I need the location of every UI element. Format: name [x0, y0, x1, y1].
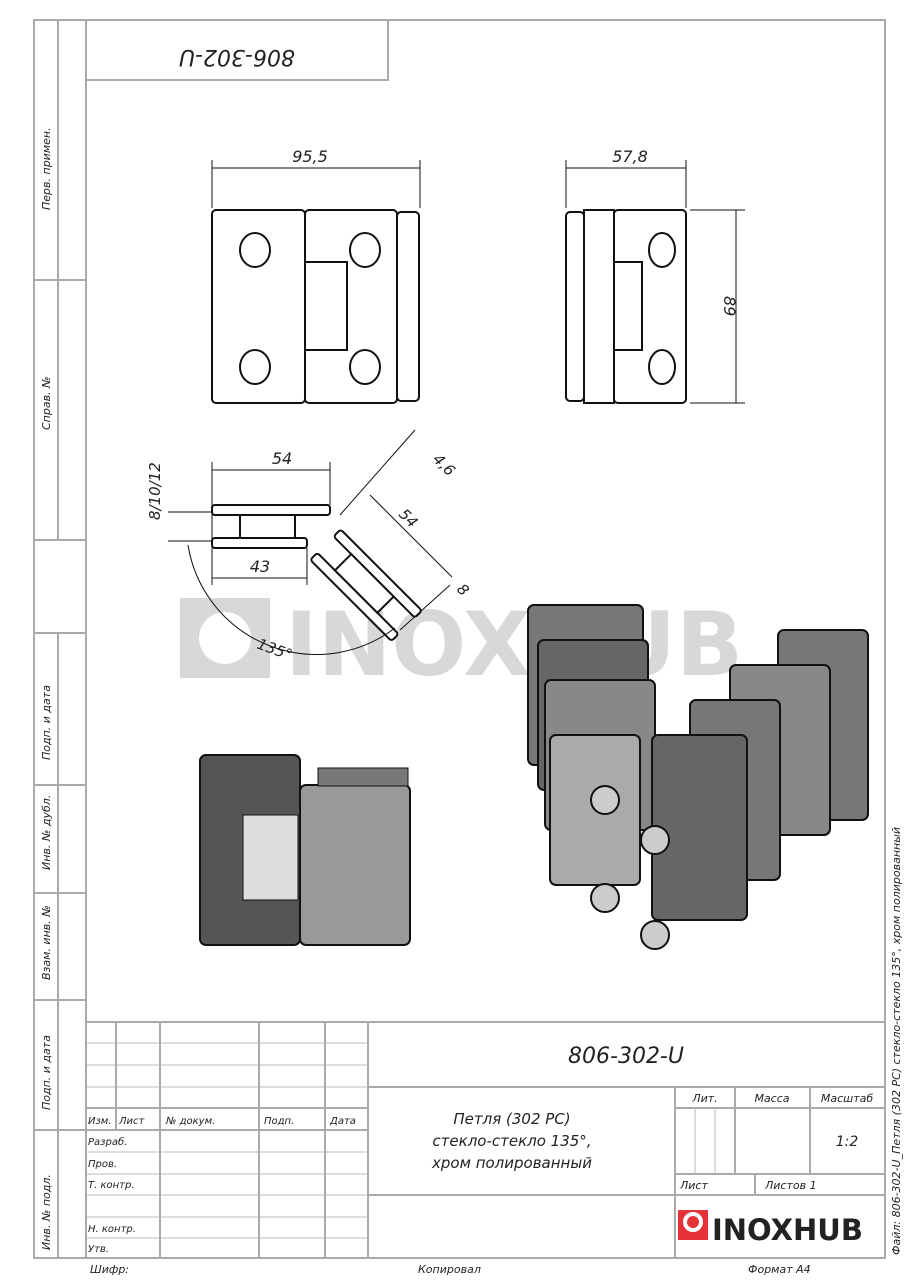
- label-text: стекло-стекло 135°,: [432, 1132, 591, 1150]
- iso-view: [199, 754, 411, 946]
- label-text: Утв.: [88, 1244, 109, 1255]
- side-label: Подп. и дата: [40, 1035, 53, 1110]
- file-name: Файл: 806-302-U_Петля (302 PC) стекло-ст…: [890, 827, 903, 1255]
- side-view: 57,8 89: [565, 147, 745, 404]
- label-text: Пров.: [88, 1159, 117, 1170]
- label-text: Масса: [754, 1092, 789, 1105]
- dim-side-width: 57,8: [612, 147, 648, 166]
- side-label: Справ. №: [40, 376, 53, 430]
- dim-front-width: 95,5: [292, 147, 328, 166]
- label-text: Дата: [329, 1116, 356, 1127]
- exploded-view: [527, 604, 869, 950]
- side-label: Инв. № подл.: [40, 1174, 53, 1250]
- label-text: Т. контр.: [88, 1180, 135, 1191]
- top-code: 806-302-U: [179, 44, 295, 69]
- label-text: Шифр:: [90, 1263, 129, 1276]
- side-label: Инв. № дубл.: [40, 795, 53, 870]
- dim-inner-length: 43: [250, 557, 270, 576]
- dim-angled-length: 54: [395, 505, 421, 531]
- label-text: № докум.: [165, 1116, 215, 1127]
- side-label: Перв. примен.: [40, 127, 53, 210]
- dim-top-length: 54: [272, 449, 292, 468]
- label-text: Разраб.: [88, 1136, 127, 1148]
- label-text: Лит.: [691, 1092, 717, 1105]
- label-text: INOXHUB: [712, 1213, 863, 1247]
- front-view: 95,5: [211, 147, 421, 404]
- logo: INOXHUB: [678, 1210, 863, 1247]
- scale: 1:2: [836, 1134, 859, 1150]
- label-text: Н. контр.: [88, 1224, 136, 1235]
- frame: [33, 19, 886, 1259]
- label-text: Формат А4: [748, 1263, 811, 1276]
- dim-glass: 8/10/12: [146, 462, 164, 520]
- label-text: хром полированный: [431, 1154, 592, 1172]
- dim-gap: 4,6: [429, 450, 459, 480]
- label-text: Масштаб: [821, 1092, 873, 1105]
- label-text: Копировал: [418, 1263, 481, 1276]
- label-text: INOXHUB: [285, 593, 743, 696]
- watermark: INOXHUB: [180, 593, 743, 696]
- label-text: Листов 1: [764, 1179, 817, 1192]
- description: Петля (302 PC): [453, 1110, 570, 1128]
- label-text: Лист: [118, 1116, 146, 1127]
- side-label: Подп. и дата: [40, 685, 53, 760]
- side-label: Взам. инв. №: [40, 905, 53, 980]
- label-text: Подп.: [264, 1116, 294, 1127]
- dim-height: 89: [720, 296, 739, 316]
- title-block: 806-302-U Изм. Лист № докум. Подп. Дата …: [86, 827, 903, 1276]
- label-text: Изм.: [88, 1116, 112, 1127]
- label-text: Лист: [679, 1179, 708, 1192]
- drawing-code: 806-302-U: [568, 1044, 684, 1069]
